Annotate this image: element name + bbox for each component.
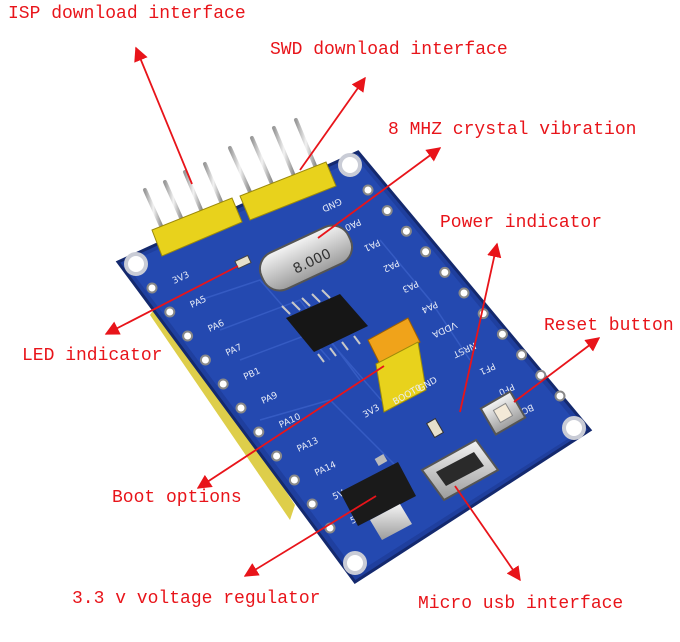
header-hole (253, 426, 265, 438)
header-hole (496, 328, 508, 340)
header-hole (217, 378, 229, 390)
label-boot-options: Boot options (112, 488, 242, 508)
header-hole (554, 390, 566, 402)
header-hole (182, 330, 194, 342)
label-swd-download-interface: SWD download interface (270, 40, 508, 60)
left-header-holes (146, 282, 336, 534)
label-led-indicator: LED indicator (22, 346, 163, 366)
header-hole (381, 205, 393, 217)
power-led (425, 417, 445, 439)
header-hole (235, 402, 247, 414)
mount-hole (343, 551, 367, 575)
label-reset-button: Reset button (544, 316, 674, 336)
boot-jumper (367, 317, 427, 413)
label-power-indicator: Power indicator (440, 213, 603, 233)
label-isp-download-interface: ISP download interface (8, 4, 246, 24)
mount-hole (338, 153, 362, 177)
label-crystal-vibration: 8 MHZ crystal vibration (388, 120, 637, 140)
header-hole (535, 369, 547, 381)
mount-hole (562, 416, 586, 440)
mount-hole (124, 252, 148, 276)
header-hole (439, 266, 451, 278)
led-component (234, 254, 252, 270)
right-header-holes (362, 184, 566, 402)
label-voltage-regulator: 3.3 v voltage regulator (72, 589, 321, 609)
header-hole (146, 282, 158, 294)
header-hole (516, 349, 528, 361)
header-hole (458, 287, 470, 299)
header-hole (271, 450, 283, 462)
header-hole (420, 246, 432, 258)
annotation-arrows (104, 46, 601, 582)
header-hole (362, 184, 374, 196)
mcu-chip (281, 289, 368, 363)
header-hole (306, 498, 318, 510)
header-hole (164, 306, 176, 318)
top-headers (143, 118, 337, 257)
reset-button[interactable] (479, 390, 527, 436)
header-hole (199, 354, 211, 366)
label-micro-usb-interface: Micro usb interface (418, 594, 624, 614)
header-hole (400, 225, 412, 237)
header-hole (288, 474, 300, 486)
voltage-regulator (340, 454, 416, 540)
micro-usb-port (420, 438, 500, 502)
